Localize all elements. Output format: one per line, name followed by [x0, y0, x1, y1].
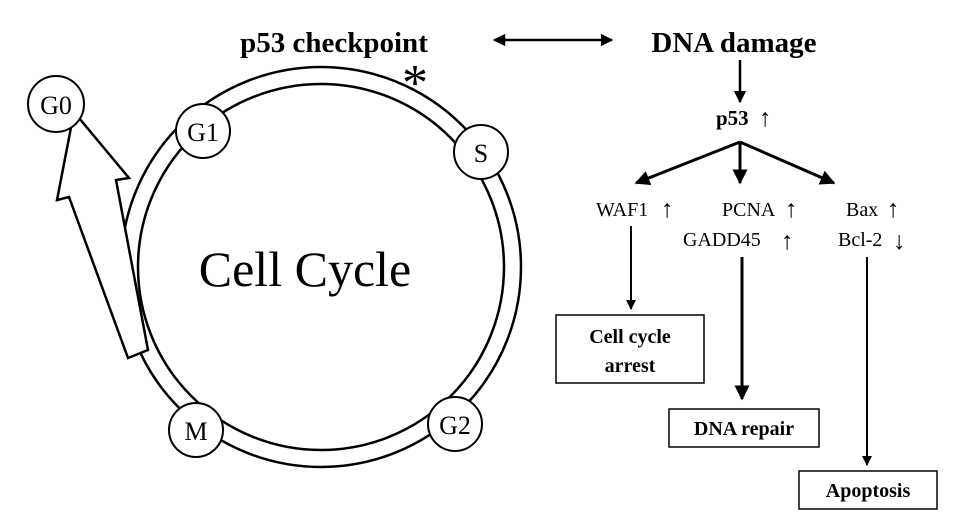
- dna-damage-title: DNA damage: [651, 27, 816, 59]
- bcl2-down-arrow: ↓: [893, 228, 906, 255]
- phase-g2-label: G2: [439, 411, 471, 440]
- arrest-line2: arrest: [605, 355, 656, 377]
- p53-to-waf1-arrow: [634, 140, 741, 186]
- waf1-label: WAF1: [596, 199, 648, 221]
- pcna-up-arrow: ↑: [785, 196, 798, 223]
- bax-up-arrow: ↑: [887, 196, 900, 223]
- phase-g0: G0: [27, 75, 85, 133]
- phase-m: M: [168, 402, 224, 458]
- phase-g0-label: G0: [40, 91, 72, 120]
- checkpoint-asterisk: *: [402, 55, 428, 112]
- phase-m-label: M: [184, 417, 207, 446]
- exit-to-g0-arrow: [55, 109, 150, 360]
- phase-s-label: S: [474, 139, 488, 168]
- dna-repair-box: DNA repair: [668, 408, 820, 448]
- apoptosis-box: Apoptosis: [798, 470, 938, 510]
- dna-repair-label: DNA repair: [694, 418, 794, 440]
- cell-cycle-arrest-box: Cell cycle arrest: [555, 314, 705, 384]
- p53-label: p53: [716, 106, 749, 130]
- pcna-label: PCNA: [722, 199, 776, 221]
- p53-up-arrow: ↑: [759, 105, 772, 132]
- bax-label: Bax: [846, 199, 878, 221]
- bcl2-label: Bcl-2: [838, 229, 882, 251]
- gadd45-label: GADD45: [683, 229, 761, 251]
- gadd45-up-arrow: ↑: [781, 228, 794, 255]
- phase-g1-label: G1: [187, 118, 219, 147]
- phase-g1: G1: [175, 103, 231, 159]
- waf1-up-arrow: ↑: [661, 196, 674, 223]
- phase-s: S: [453, 124, 509, 180]
- apoptosis-label: Apoptosis: [826, 480, 911, 502]
- phase-g2: G2: [427, 396, 483, 452]
- p53-to-bax-arrow: [739, 140, 836, 185]
- p53-checkpoint-title: p53 checkpoint: [240, 27, 428, 59]
- arrest-line1: Cell cycle: [589, 326, 671, 348]
- cell-cycle-label: Cell Cycle: [199, 241, 411, 297]
